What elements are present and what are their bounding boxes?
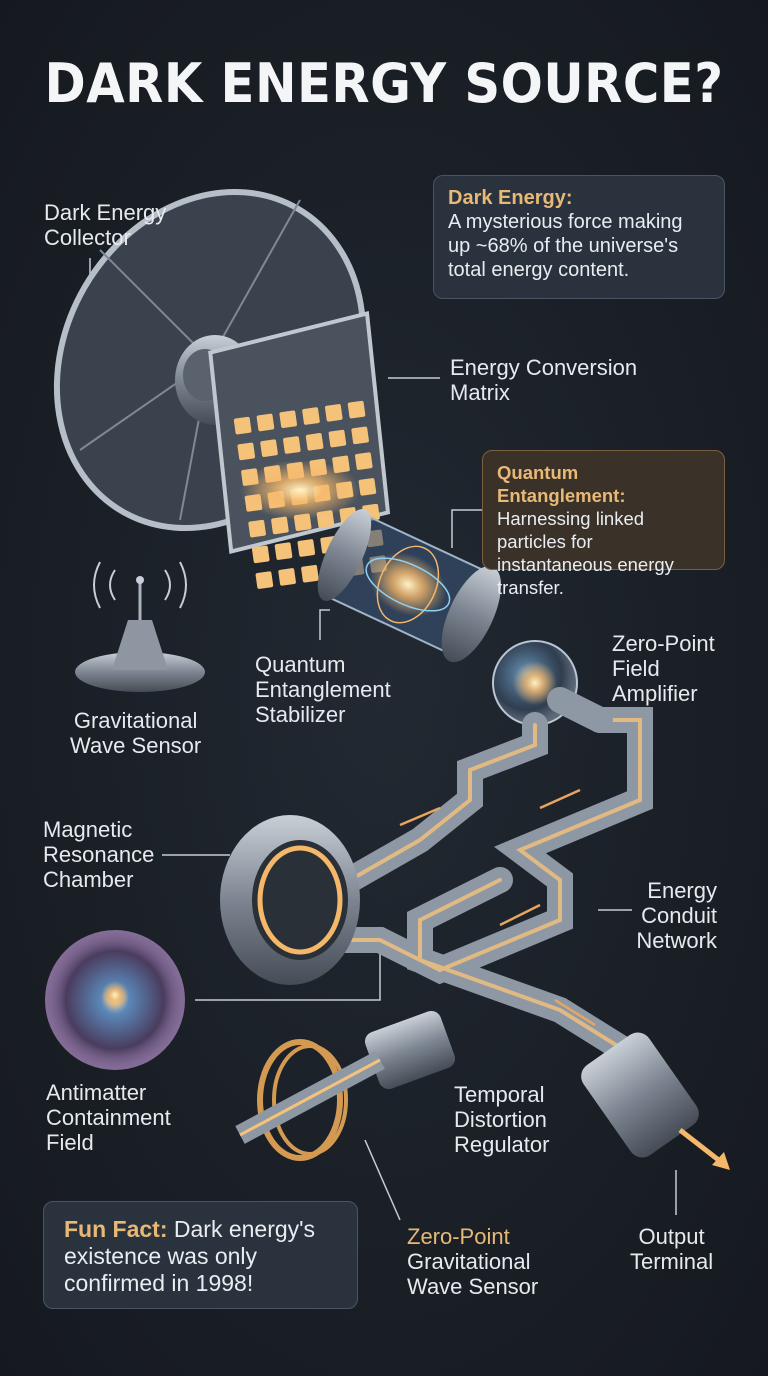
page-title: DARK ENERGY SOURCE? — [44, 52, 724, 115]
fun-fact-box: Fun Fact: Dark energy's existence was on… — [43, 1201, 358, 1309]
info-box-heading: Quantum Entanglement: — [497, 462, 626, 506]
info-box-body: A mysterious force making up ~68% of the… — [448, 211, 683, 281]
info-box-body: Harnessing linked particles for instanta… — [497, 508, 674, 598]
leader-lines — [89, 258, 677, 1221]
gravitational-wave-sensor-device — [75, 561, 205, 692]
flow-arrows — [399, 788, 596, 1027]
info-box-dark-energy: Dark Energy: A mysterious force making u… — [433, 175, 725, 299]
fun-fact-body: Dark energy's existence was only confirm… — [64, 1216, 316, 1296]
fun-fact-heading: Fun Fact: — [64, 1216, 168, 1242]
output-terminal — [581, 1032, 730, 1170]
magnetic-resonance-chamber — [220, 815, 360, 985]
energy-conduit-network — [307, 687, 653, 1073]
quantum-entanglement-stabilizer — [317, 508, 502, 663]
temporal-distortion-regulator — [235, 1010, 456, 1161]
info-box-quantum-entanglement: Quantum Entanglement: Harnessing linked … — [482, 450, 725, 598]
info-box-heading: Dark Energy: — [448, 187, 573, 209]
